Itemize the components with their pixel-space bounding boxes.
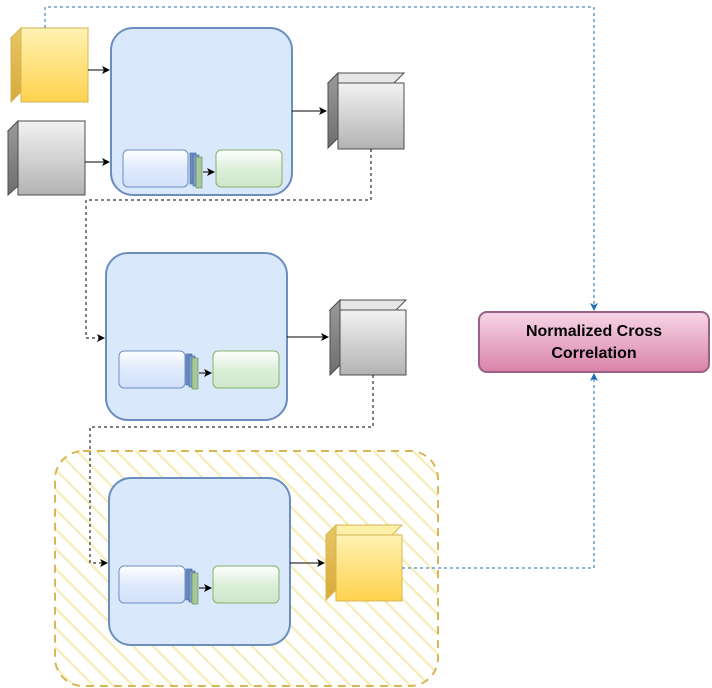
- processing-block-2: [105, 252, 288, 421]
- input-cube-yellow: [9, 26, 90, 104]
- block-3-green-module: [212, 565, 280, 604]
- input-cube-gray: [6, 119, 87, 197]
- block-2-stack-icon: [185, 353, 199, 390]
- block-3-stack-icon: [185, 568, 199, 605]
- ncc-box: [478, 311, 710, 373]
- output-cube-2: [328, 298, 408, 377]
- block-1-blue-module: [122, 149, 189, 188]
- processing-block-3: [108, 477, 291, 646]
- block-2-blue-module: [118, 350, 186, 389]
- dotted-cube-2-to-block-3: [89, 375, 374, 567]
- block-2-green-module: [212, 350, 280, 389]
- block-1-green-module: [215, 149, 283, 188]
- output-cube-1: [326, 71, 406, 150]
- block-1-stack-icon: [189, 152, 203, 189]
- dotted-blue-input-to-ncc: [44, 6, 598, 311]
- ncc-label-line-1: Normalized Cross: [526, 323, 662, 340]
- output-cube-yellow: [324, 523, 404, 602]
- block-3-blue-module: [118, 565, 186, 604]
- ncc-label-line-2: Correlation: [551, 345, 636, 362]
- dotted-cube-1-to-block-2: [85, 149, 372, 342]
- dotted-blue-output-to-ncc: [402, 373, 598, 569]
